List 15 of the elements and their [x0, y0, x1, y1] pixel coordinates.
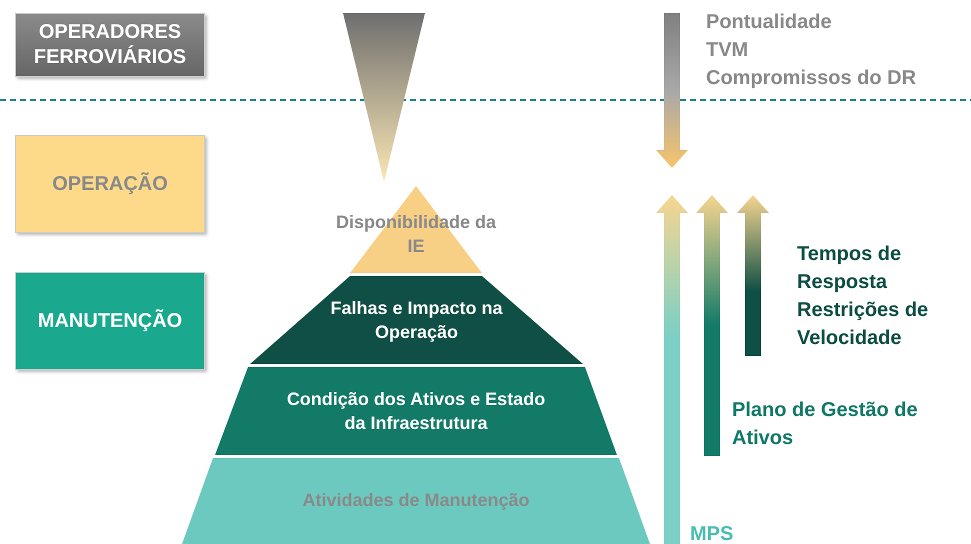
side-label: MPS [690, 522, 734, 544]
side-label: TVM [706, 38, 750, 63]
layer-label: Condição dos Ativos e Estado da Infraestrutura [286, 388, 546, 435]
pyramid-layer [182, 458, 650, 544]
layer-label: Atividades de Manutenção [301, 489, 531, 512]
pyramid-layer [215, 367, 617, 455]
side-label: Plano de Gestão de Ativos [732, 398, 919, 451]
side-label: Pontualidade [706, 10, 833, 35]
side-label: Compromissos do DR [706, 66, 918, 91]
layer-label: Falhas e Impacto na Operação [329, 297, 504, 344]
level-box: MANUTENÇÃO [15, 272, 205, 370]
side-label: Tempos de Resposta Restrições de Velocidade [797, 242, 930, 351]
level-box: OPERADORES FERROVIÁRIOS [15, 13, 205, 77]
level-box: OPERAÇÃO [15, 135, 205, 233]
pyramid-layer [250, 276, 583, 364]
